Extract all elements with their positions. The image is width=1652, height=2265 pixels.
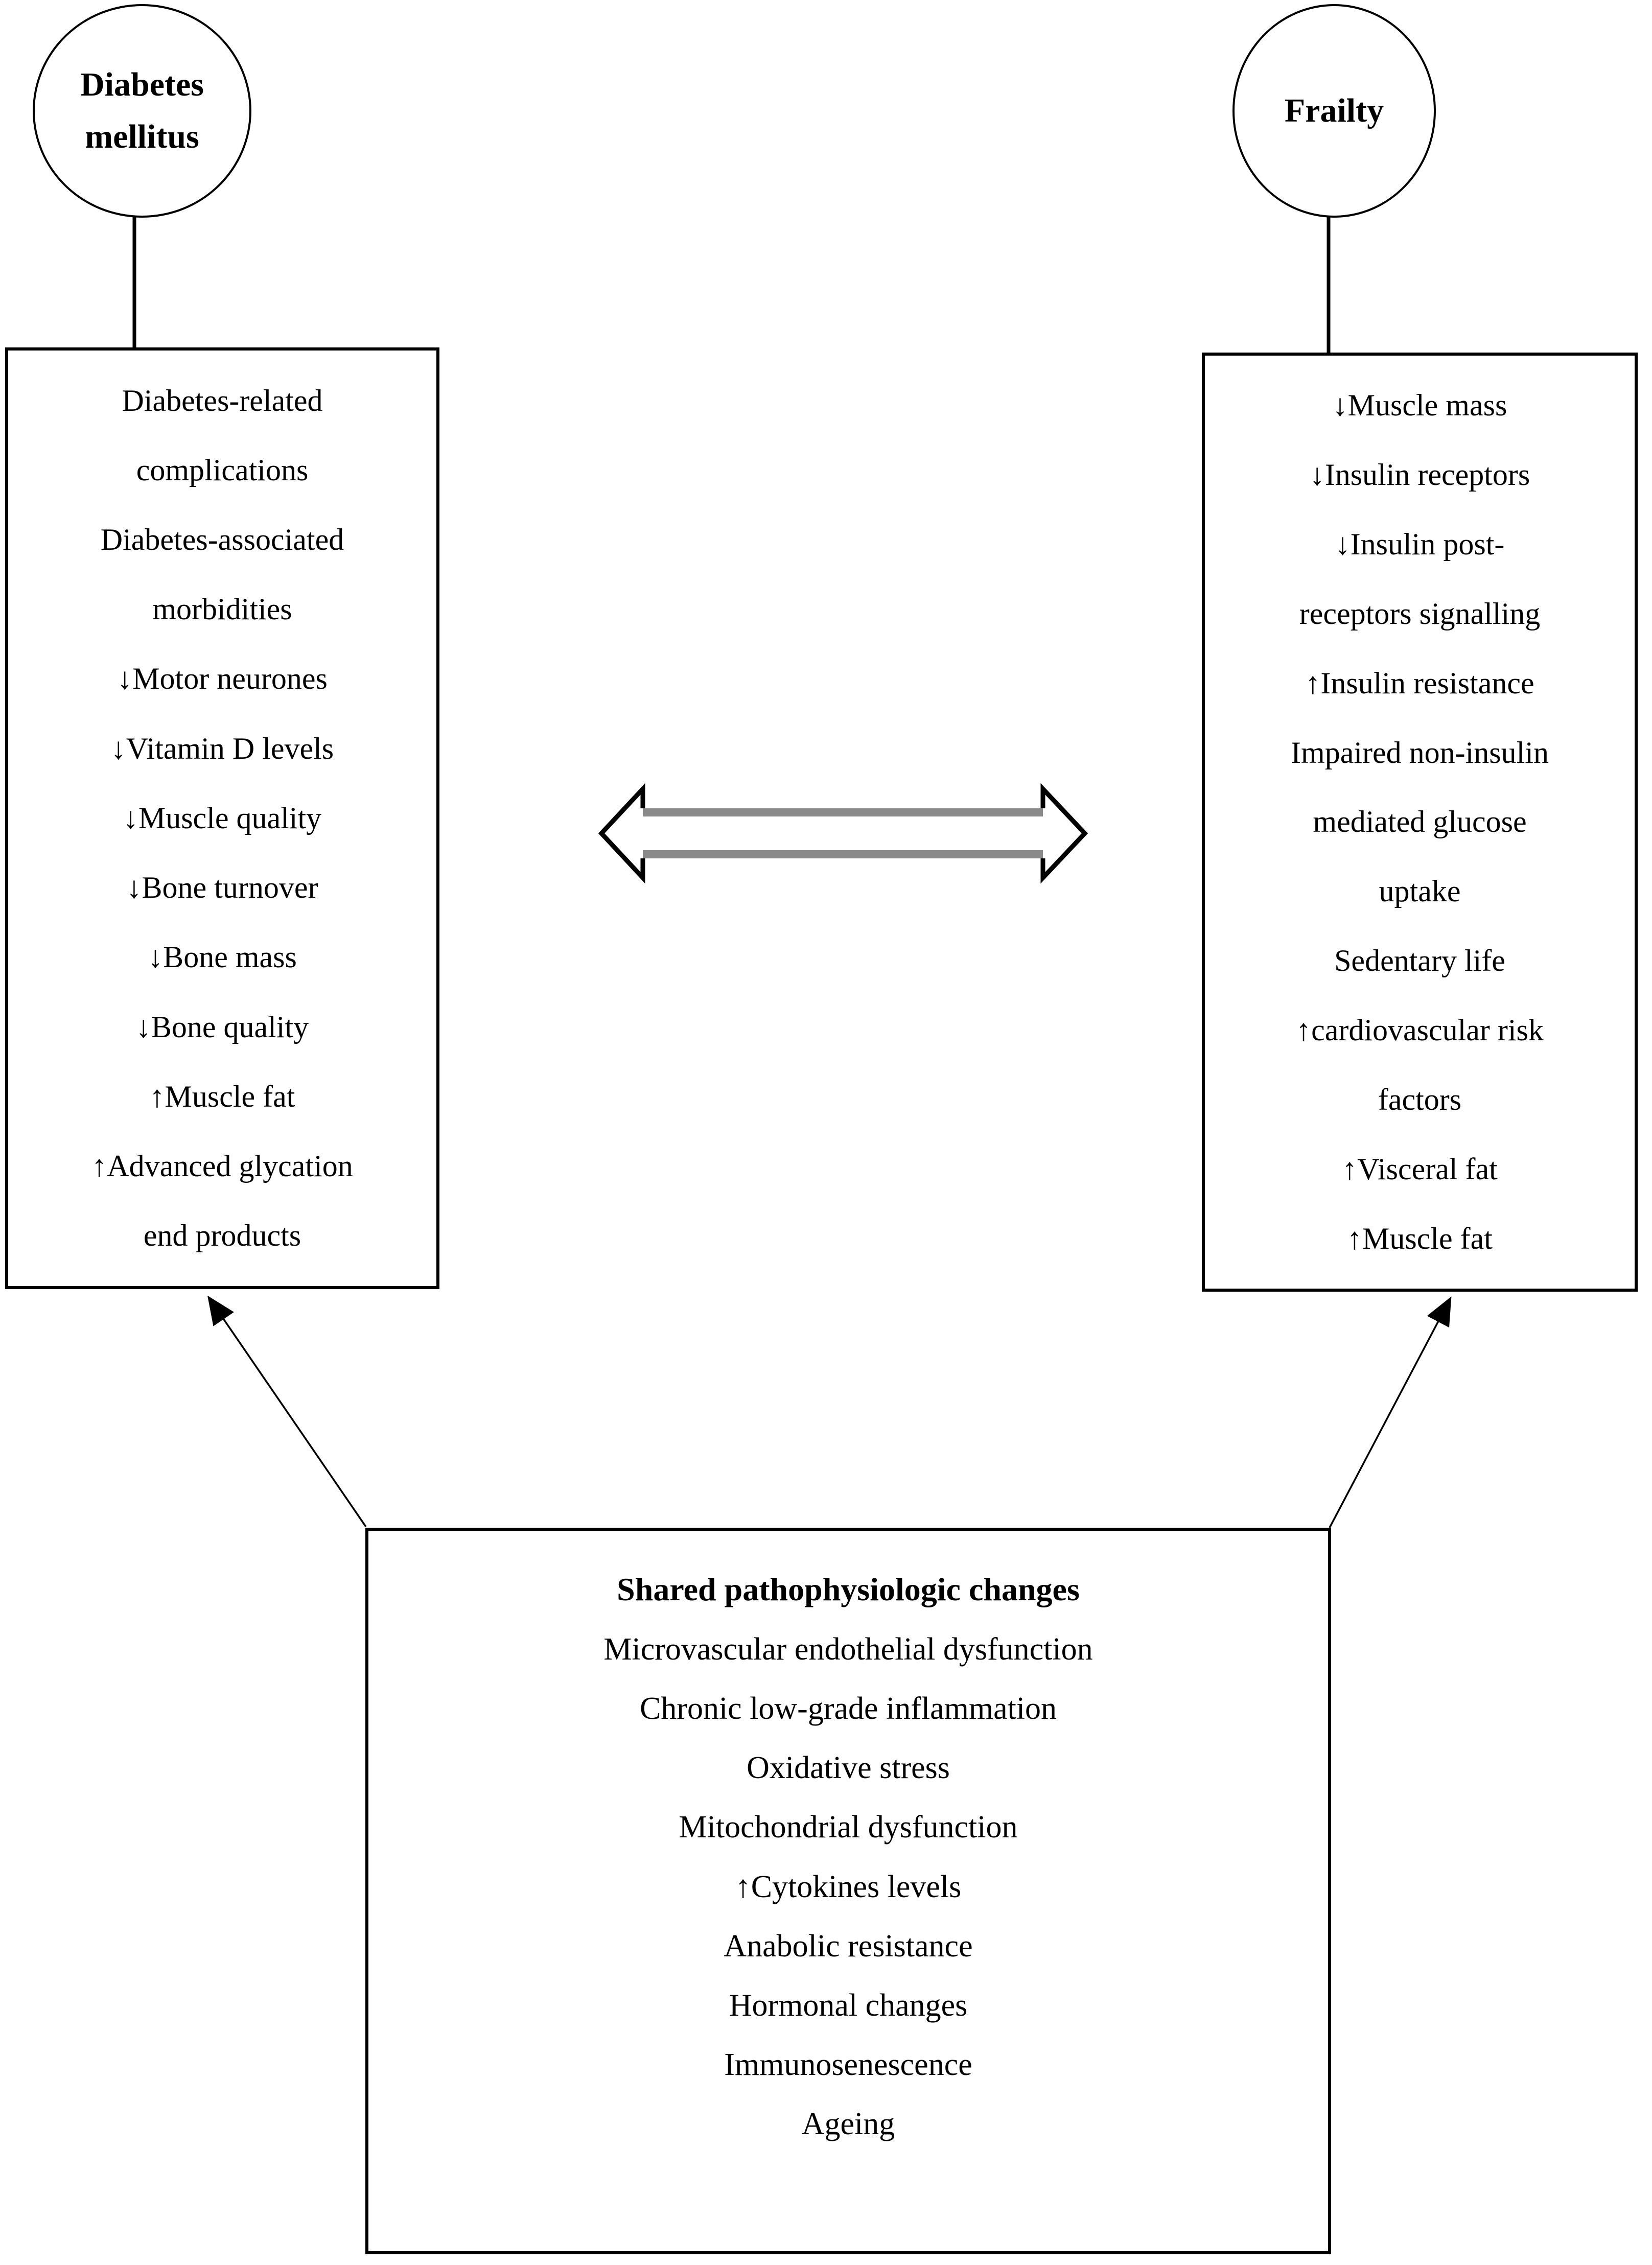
shared-changes-title: Shared pathophysiologic changes (617, 1571, 1080, 1607)
diabetes-ellipse: Diabetes mellitus (33, 4, 251, 218)
frailty-ellipse-label: Frailty (1284, 91, 1384, 129)
text-line: ↓Insulin post- (1335, 527, 1505, 562)
text-line: ↓Vitamin D levels (110, 731, 334, 765)
text-line: ↓Bone mass (148, 940, 297, 974)
text-line: ↓Motor neurones (117, 662, 328, 696)
text-line: Hormonal changes (729, 1988, 968, 2023)
text-line: factors (1378, 1082, 1462, 1116)
diabetes-ellipse-label-line1: Diabetes (80, 65, 204, 103)
text-line: Mitochondrial dysfunction (679, 1810, 1018, 1845)
text-line: uptake (1379, 874, 1461, 908)
shared-to-diabetes-arrow (207, 1295, 367, 1527)
text-line: ↓Muscle quality (123, 801, 322, 835)
text-line: Oxidative stress (747, 1750, 950, 1786)
text-line: ↓Bone turnover (126, 871, 318, 905)
diabetes-ellipse-label-line2: mellitus (85, 118, 199, 155)
text-line: Chronic low-grade inflammation (639, 1691, 1057, 1726)
text-line: ↑Advanced glycation (91, 1149, 353, 1183)
text-line: Diabetes-related (122, 383, 323, 417)
text-line: ↓Insulin receptors (1309, 458, 1530, 492)
text-line: morbidities (152, 592, 292, 626)
bidirectional-arrow-icon (598, 783, 1088, 884)
text-line: end products (143, 1219, 301, 1253)
text-line: Diabetes-associated (100, 523, 344, 557)
text-line: ↑Visceral fat (1342, 1152, 1498, 1186)
text-line: ↓Bone quality (135, 1010, 309, 1044)
text-line: Immunosenescence (724, 2047, 972, 2083)
frailty-ellipse: Frailty (1232, 4, 1436, 218)
text-line: ↑Muscle fat (149, 1079, 295, 1113)
text-line: Sedentary life (1334, 944, 1505, 978)
frailty-factors-box: ↓Muscle mass ↓Insulin receptors ↓Insulin p… (1202, 353, 1638, 1292)
text-line: ↓Muscle mass (1332, 388, 1507, 423)
text-line: ↑Insulin resistance (1305, 666, 1534, 700)
text-line: mediated glucose (1313, 805, 1527, 839)
shared-changes-box: Shared pathophysiologic changes Microvas… (365, 1528, 1331, 2254)
text-line: ↑Cytokines levels (735, 1869, 962, 1904)
text-line: complications (136, 453, 309, 487)
text-line: Anabolic resistance (724, 1928, 973, 1964)
text-line: Ageing (801, 2107, 895, 2142)
text-line: Microvascular endothelial dysfunction (603, 1631, 1093, 1667)
text-line: ↑Muscle fat (1347, 1221, 1493, 1255)
text-line: ↑cardiovascular risk (1296, 1013, 1544, 1047)
text-line: receptors signalling (1299, 596, 1541, 631)
text-line: Impaired non-insulin (1291, 735, 1549, 769)
shared-to-frailty-arrow (1329, 1296, 1452, 1528)
